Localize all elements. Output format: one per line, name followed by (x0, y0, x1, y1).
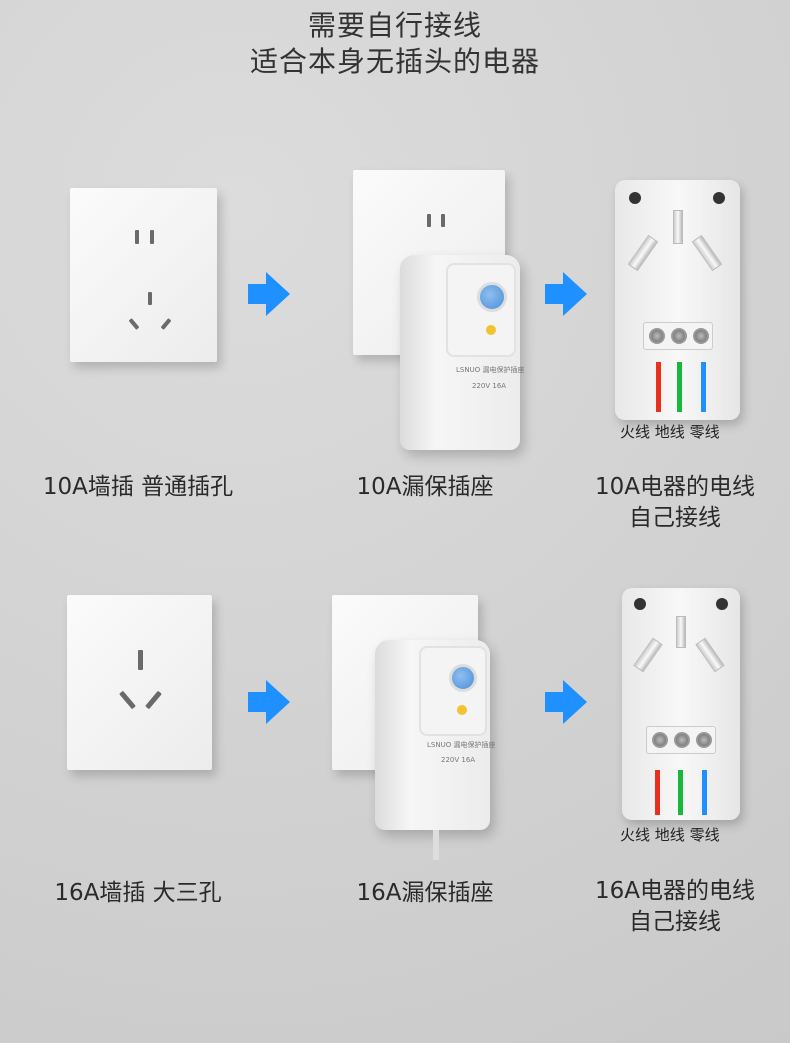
leakage-socket-caption: 16A漏保插座 (356, 880, 494, 906)
reset-button-icon (486, 325, 496, 335)
leakage-protection-socket: LSNUO 漏电保护插座 220V 16A (375, 640, 495, 830)
earth-label: 地线 (654, 826, 685, 844)
leakage-socket-caption: 10A漏保插座 (356, 474, 494, 500)
appliance-caption-1: 10A电器的电线 (594, 474, 755, 500)
live-label: 火线 (620, 423, 651, 441)
device-brand: LSNUO 漏电保护插座 (456, 366, 525, 374)
arrow-icon (248, 680, 290, 724)
neutral-label: 零线 (689, 423, 720, 441)
earth-wire (678, 770, 683, 815)
wall-socket-caption: 10A墙插 普通插孔 (42, 474, 234, 500)
appliance-caption-2: 自己接线 (629, 909, 721, 935)
appliance-caption-1: 16A电器的电线 (594, 878, 755, 904)
earth-label: 地线 (654, 423, 685, 441)
neutral-wire (702, 770, 707, 815)
device-rating: 220V 16A (441, 756, 476, 764)
device-brand: LSNUO 漏电保护插座 (427, 741, 496, 749)
neutral-label: 零线 (689, 826, 720, 844)
neutral-wire (701, 362, 706, 412)
earth-wire (677, 362, 682, 412)
wall-socket-10a (70, 188, 217, 362)
live-wire (655, 770, 660, 815)
arrow-icon (545, 680, 587, 724)
arrow-icon (545, 272, 587, 316)
reset-button-icon (457, 705, 467, 715)
test-knob-icon (449, 664, 477, 692)
live-label: 火线 (620, 826, 651, 844)
appliance-plug-open (622, 588, 740, 820)
title-line-1: 需要自行接线 (307, 9, 482, 42)
device-rating: 220V 16A (472, 382, 507, 390)
wall-socket-16a (67, 595, 212, 770)
title-line-2: 适合本身无插头的电器 (249, 45, 540, 78)
test-knob-icon (477, 282, 507, 312)
arrow-icon (248, 272, 290, 316)
appliance-caption-2: 自己接线 (629, 505, 721, 531)
power-cable (433, 830, 439, 860)
appliance-plug-open (615, 180, 740, 420)
wall-socket-caption: 16A墙插 大三孔 (54, 880, 222, 906)
live-wire (656, 362, 661, 412)
leakage-protection-socket: LSNUO 漏电保护插座 220V 16A (400, 255, 524, 450)
